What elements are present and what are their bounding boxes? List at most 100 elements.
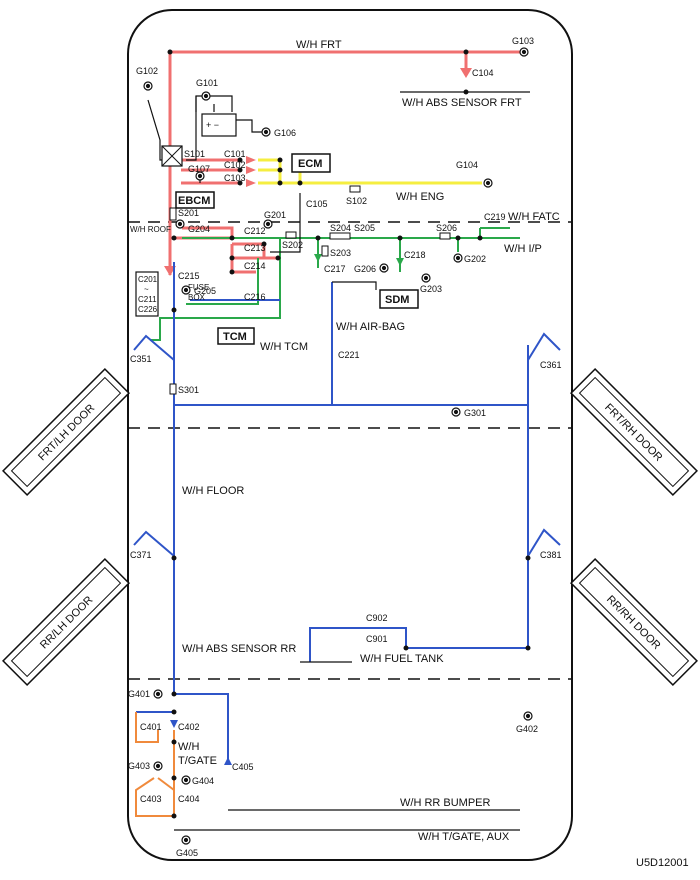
fuse-conn-3: C211 [138, 295, 157, 304]
c361-label: C361 [540, 360, 562, 370]
g402-label: G402 [516, 724, 538, 734]
c351-label: C351 [130, 354, 152, 364]
wh-frt-label: W/H FRT [296, 39, 342, 51]
g102-label: G102 [136, 66, 158, 76]
junction-dots [167, 49, 531, 819]
splice-labels: S101 S102 S201 S202 S203 S204 S205 S206 … [178, 149, 457, 395]
wh-eng-label: W/H ENG [396, 191, 444, 203]
splice-markers [169, 185, 451, 395]
g404-label: G404 [192, 776, 214, 786]
wh-fatc-label: W/H FATC [508, 211, 560, 223]
ebcm-label: EBCM [178, 195, 210, 207]
s101-label: S101 [184, 149, 205, 159]
wh-abs-frt-label: W/H ABS SENSOR FRT [402, 97, 522, 109]
s203-label: S203 [330, 248, 351, 258]
battery-symbol: + − [201, 113, 237, 137]
c401-label: C401 [140, 722, 162, 732]
s204-label: S204 [330, 223, 351, 233]
g301-label: G301 [464, 408, 486, 418]
c404-label: C404 [178, 794, 200, 804]
fuse-box: C201 ~ C211 C226 FUSE BOX [135, 271, 209, 317]
s202-label: S202 [282, 240, 303, 250]
c105-label: C105 [306, 199, 328, 209]
harness-tgate-orange [135, 712, 175, 817]
c219-label: C219 [484, 212, 506, 222]
wh-abs-rr-label: W/H ABS SENSOR RR [182, 643, 296, 655]
c403-label: C403 [140, 794, 162, 804]
g201-label: G201 [264, 210, 286, 220]
fuse-conn-4: C226 [138, 305, 158, 314]
g104-label: G104 [456, 160, 478, 170]
wh-tgate-aux-label: W/H T/GATE, AUX [418, 831, 510, 843]
fuse-box-label-1: FUSE [188, 283, 209, 292]
g203-label: G203 [420, 284, 442, 294]
battery-signs: + − [206, 120, 219, 130]
g204-label: G204 [188, 224, 210, 234]
harness-labels: W/H FRT W/H ABS SENSOR FRT W/H ENG W/H F… [130, 39, 560, 843]
g405-label: G405 [176, 848, 198, 858]
door-frt-lh: FRT/LH DOOR [2, 368, 130, 496]
s102-label: S102 [346, 196, 367, 206]
c405-label: C405 [232, 762, 254, 772]
g401-label: G401 [128, 689, 150, 699]
connector-labels: C104 C101 C102 C103 C105 C219 C212 C213 … [130, 68, 562, 804]
g107-label: G107 [188, 164, 210, 174]
module-ecm: ECM [291, 153, 331, 173]
c218-label: C218 [404, 250, 426, 260]
figure-code: U5D12001 [636, 857, 689, 869]
vehicle-body-outline [127, 9, 573, 861]
c901-label: C901 [366, 634, 388, 644]
misc-black-wiring [147, 95, 520, 831]
ground-symbols [143, 47, 533, 845]
door-connector-carets [133, 332, 561, 557]
module-sdm: SDM [379, 289, 419, 309]
fuse-conn-1: C201 [138, 275, 158, 284]
g205-label: G205 [194, 286, 216, 296]
tcm-label: TCM [223, 331, 247, 343]
ecm-label: ECM [298, 158, 322, 170]
c402-label: C402 [178, 722, 200, 732]
s201-label: S201 [178, 208, 199, 218]
g403-label: G403 [128, 761, 150, 771]
s206-label: S206 [436, 223, 457, 233]
module-ebcm: EBCM [175, 191, 215, 209]
fuse-conn-2: ~ [144, 285, 149, 294]
g101-label: G101 [196, 78, 218, 88]
blue-arrows [170, 720, 232, 765]
c371-label: C371 [130, 550, 152, 560]
c104-label: C104 [472, 68, 494, 78]
wh-airbag-label: W/H AIR-BAG [336, 321, 405, 333]
door-rr-lh: RR/LH DOOR [2, 558, 130, 686]
g206-label: G206 [354, 264, 376, 274]
fuse-box-label-2: BOX [188, 293, 206, 302]
s101-block [161, 145, 183, 167]
c215-label: C215 [178, 271, 200, 281]
s205-label: S205 [354, 223, 375, 233]
g103-label: G103 [512, 36, 534, 46]
c221-label: C221 [338, 350, 360, 360]
wh-rr-bumper-label: W/H RR BUMPER [400, 797, 491, 809]
sdm-label: SDM [385, 294, 409, 306]
c213-label: C213 [244, 243, 266, 253]
ground-labels: G103 G102 G101 G106 G104 G107 G201 G204 … [128, 36, 538, 858]
c102-label: C102 [224, 160, 246, 170]
c216-label: C216 [244, 292, 266, 302]
wh-roof-label: W/H ROOF [130, 225, 171, 234]
module-tcm: TCM [217, 327, 255, 345]
door-rr-rh: RR/RH DOOR [570, 558, 698, 686]
door-frt-rh: FRT/RH DOOR [570, 368, 698, 496]
c101-label: C101 [224, 149, 246, 159]
wh-tgate-label-2: T/GATE [178, 755, 217, 767]
g202-label: G202 [464, 254, 486, 264]
s301-label: S301 [178, 385, 199, 395]
wh-tcm-label: W/H TCM [260, 341, 308, 353]
green-arrows [314, 254, 404, 266]
c902-label: C902 [366, 613, 388, 623]
wh-floor-label: W/H FLOOR [182, 485, 244, 497]
c214-label: C214 [244, 261, 266, 271]
wh-ip-label: W/H I/P [504, 243, 542, 255]
wh-fuel-tank-label: W/H FUEL TANK [360, 653, 444, 665]
section-dividers [128, 221, 572, 680]
wh-tgate-label-1: W/H [178, 741, 199, 753]
